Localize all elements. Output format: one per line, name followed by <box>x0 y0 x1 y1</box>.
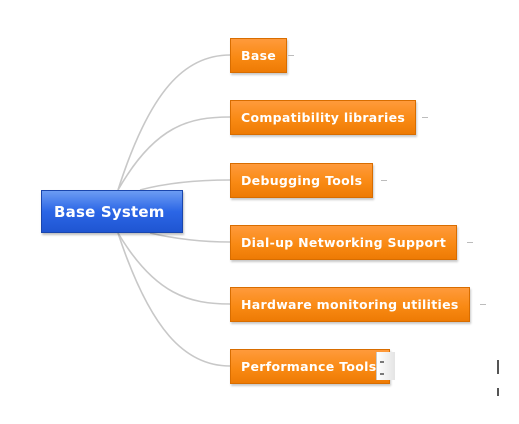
edge-marker <box>497 360 499 374</box>
node-compatibility-libraries[interactable]: Compatibility libraries <box>230 100 417 135</box>
node-label: Base <box>241 48 277 63</box>
node-performance-tools[interactable]: Performance Tools <box>230 349 390 384</box>
node-tick <box>288 55 294 56</box>
resize-handle-icon[interactable] <box>376 352 395 380</box>
node-tick <box>422 117 428 118</box>
node-label: Performance Tools <box>241 359 377 374</box>
node-label: Debugging Tools <box>241 173 363 188</box>
node-tick <box>480 304 486 305</box>
node-tick <box>381 180 387 181</box>
connector-base <box>117 54 231 191</box>
connector-hardware-monitoring-utilities <box>117 232 231 305</box>
node-hardware-monitoring-utilities[interactable]: Hardware monitoring utilities <box>230 287 470 322</box>
connector-compatibility-libraries <box>117 116 231 191</box>
root-node-label: Base System <box>54 202 165 221</box>
connector-debugging-tools <box>139 179 231 191</box>
edge-marker <box>497 388 499 396</box>
node-label: Compatibility libraries <box>241 110 406 125</box>
node-dial-up-networking-support[interactable]: Dial-up Networking Support <box>230 225 458 260</box>
connector-performance-tools <box>117 232 231 367</box>
root-node-base-system[interactable]: Base System <box>41 190 183 233</box>
node-label: Dial-up Networking Support <box>241 235 447 250</box>
connector-dial-up-networking-support <box>149 232 231 243</box>
node-tick <box>467 242 473 243</box>
node-label: Hardware monitoring utilities <box>241 297 459 312</box>
node-base[interactable]: Base <box>230 38 288 73</box>
node-debugging-tools[interactable]: Debugging Tools <box>230 163 374 198</box>
